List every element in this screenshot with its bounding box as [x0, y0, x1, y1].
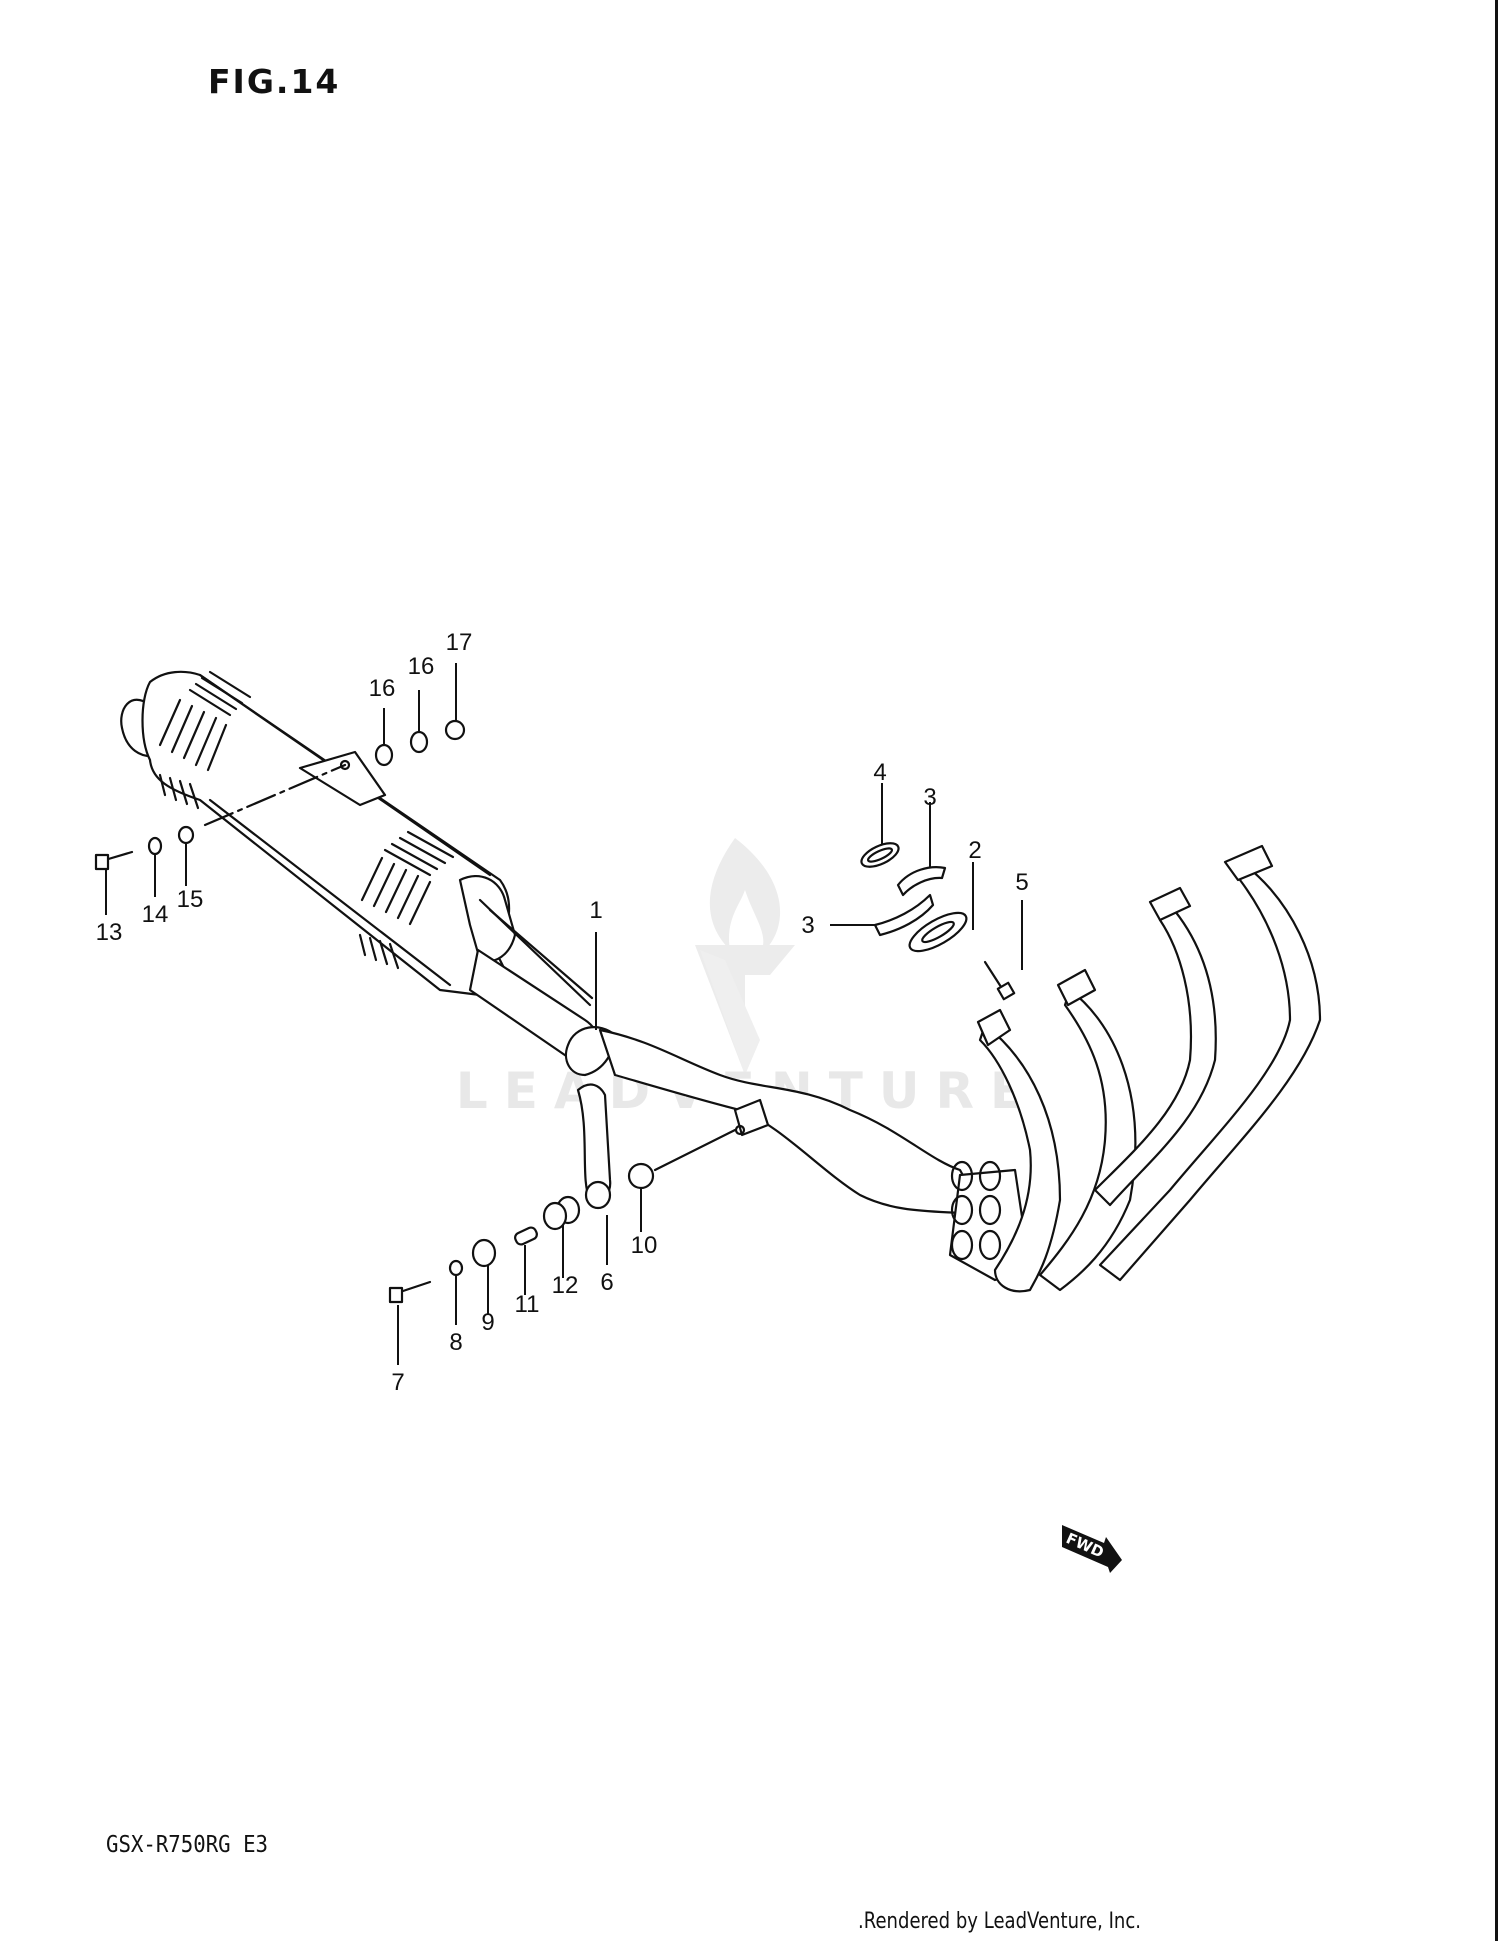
callout-13: 13 — [96, 919, 123, 946]
callout-labels: 1 2 3 3 4 5 6 7 8 9 10 11 12 13 14 15 16… — [96, 629, 1029, 1396]
model-code: GSX-R750RG E3 — [106, 1832, 269, 1858]
callout-15: 15 — [177, 886, 204, 913]
part-16b-washer — [409, 730, 429, 754]
callout-9: 9 — [481, 1309, 494, 1336]
part-14-washer — [147, 836, 163, 856]
part-3-upper-collar — [896, 866, 947, 897]
callout-16a: 16 — [369, 675, 396, 702]
figure-title: FIG.14 — [208, 62, 341, 101]
leadventure-watermark: LEADVENTURE — [456, 838, 1024, 1120]
part-8-lock-washer — [448, 1259, 464, 1277]
callout-12: 12 — [552, 1272, 579, 1299]
callout-6: 6 — [600, 1269, 613, 1296]
part-17-nut — [444, 719, 466, 741]
page-right-border — [1495, 0, 1498, 1941]
exhaust-header-pipes — [976, 844, 1322, 1293]
fwd-direction-badge: FWD — [1062, 1525, 1122, 1573]
part-11-spacer — [514, 1226, 538, 1246]
callout-3-lower: 3 — [801, 912, 814, 939]
callout-2: 2 — [968, 837, 981, 864]
part-4-gasket — [860, 842, 900, 868]
callout-16b: 16 — [408, 653, 435, 680]
part-7-bolt — [398, 1280, 432, 1294]
callout-1: 1 — [589, 897, 602, 924]
part-5-bolt — [983, 960, 1005, 992]
part-9-washer — [471, 1238, 497, 1268]
render-credit: .Rendered by LeadVenture, Inc. — [858, 1909, 1142, 1934]
callout-10: 10 — [631, 1232, 658, 1259]
callout-14: 14 — [142, 901, 169, 928]
part-15-washer — [177, 825, 195, 845]
callout-11: 11 — [515, 1291, 540, 1318]
part-10-washer — [627, 1162, 655, 1190]
part-13-bolt — [103, 850, 134, 862]
leader-lines — [105, 663, 1023, 1365]
part-3-lower-collar — [873, 893, 935, 937]
callout-4: 4 — [873, 759, 886, 786]
muffler-assembly — [120, 670, 1032, 1282]
callout-3-upper: 3 — [923, 784, 936, 811]
callout-17: 17 — [446, 629, 473, 656]
callout-7: 7 — [391, 1369, 404, 1396]
part-16a-washer — [374, 743, 394, 767]
callout-5: 5 — [1015, 869, 1028, 896]
callout-8: 8 — [449, 1329, 462, 1356]
